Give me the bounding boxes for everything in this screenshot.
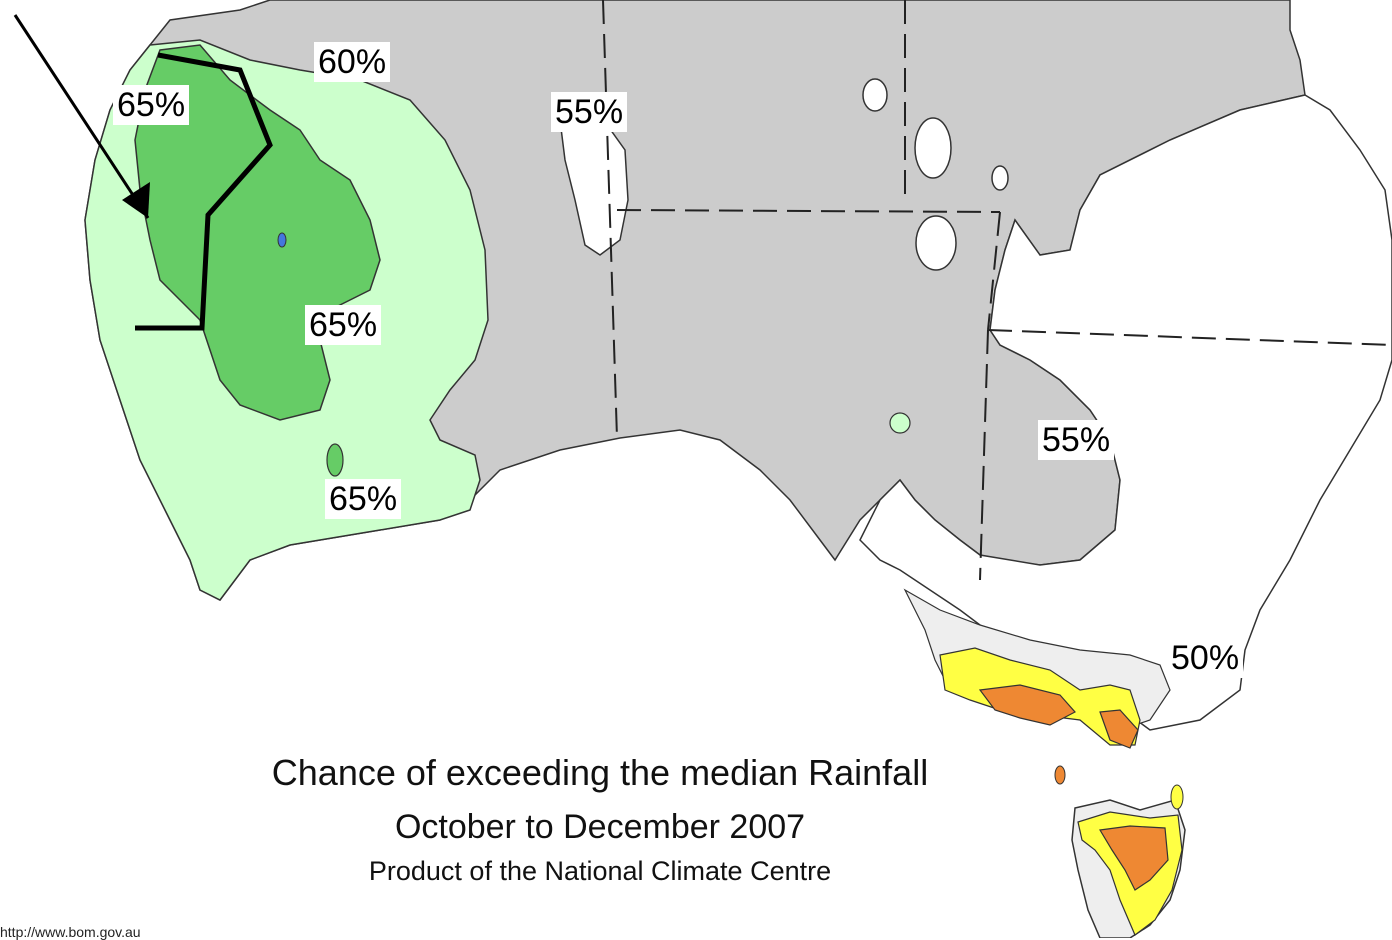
region-50-east	[859, 94, 1392, 731]
arrow-shaft	[13, 14, 150, 219]
label-55-percent-east: 55%	[1038, 420, 1115, 460]
label-65-percent-south: 65%	[325, 479, 402, 519]
footer-url: http://www.bom.gov.au	[0, 924, 141, 940]
label-65-percent-north: 65%	[113, 85, 190, 125]
label-50-percent: 50%	[1167, 638, 1244, 678]
map-credit: Product of the National Climate Centre	[368, 856, 832, 886]
label-65-percent-mid: 65%	[305, 305, 382, 345]
map-title: Chance of exceeding the median Rainfall	[271, 752, 929, 793]
white-patch-d	[991, 165, 1009, 191]
white-patch-a	[862, 78, 888, 112]
flinders-island	[1170, 784, 1184, 810]
white-patch-b	[914, 117, 952, 179]
region-65-small	[326, 443, 344, 477]
region-70-dot	[277, 232, 287, 248]
state-borders	[602, 0, 1392, 581]
light-green-dot	[889, 412, 911, 434]
region-below-40-victoria	[978, 684, 1076, 726]
white-patch-c	[915, 215, 957, 271]
region-below-40-victoria-east	[1099, 709, 1139, 749]
label-60-percent: 60%	[314, 42, 391, 82]
label-55-percent-central: 55%	[551, 92, 628, 132]
highlight-boundary-line	[135, 52, 273, 331]
king-island	[1054, 765, 1066, 785]
arrow-head-icon	[122, 182, 150, 218]
tasmania-below-40	[1099, 825, 1169, 891]
map-period: October to December 2007	[394, 808, 806, 846]
